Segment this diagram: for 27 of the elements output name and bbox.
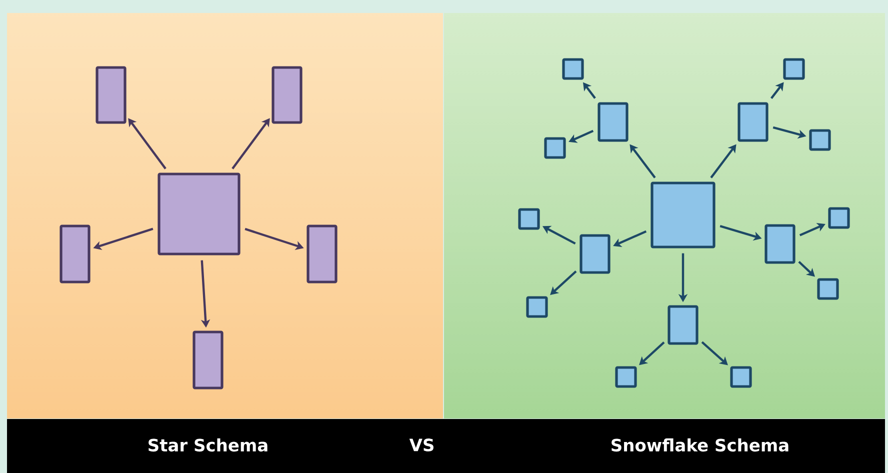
table-box bbox=[783, 58, 805, 80]
table-box bbox=[580, 234, 610, 274]
table-box bbox=[828, 207, 850, 229]
table-box bbox=[306, 224, 338, 284]
table-box bbox=[615, 366, 637, 388]
table-box bbox=[192, 330, 224, 390]
arrow bbox=[701, 341, 728, 366]
table-box bbox=[518, 208, 540, 230]
table-box bbox=[817, 278, 839, 300]
table-box bbox=[96, 66, 126, 124]
table-box bbox=[526, 296, 548, 318]
table-box bbox=[738, 102, 768, 142]
table-box bbox=[650, 182, 716, 248]
table-box bbox=[598, 102, 628, 142]
table-box bbox=[764, 224, 796, 264]
panel-title: Star Schema bbox=[148, 438, 268, 452]
table-box bbox=[809, 129, 831, 151]
table-box bbox=[730, 366, 752, 388]
table-box bbox=[544, 137, 566, 159]
panel-title: VS bbox=[409, 438, 434, 452]
panel-title: Snowflake Schema bbox=[612, 438, 788, 452]
table-box bbox=[668, 305, 698, 345]
table-box bbox=[60, 224, 90, 284]
table-box bbox=[158, 172, 240, 256]
arrow bbox=[798, 260, 815, 277]
table-box bbox=[272, 66, 302, 124]
table-box bbox=[562, 58, 584, 80]
